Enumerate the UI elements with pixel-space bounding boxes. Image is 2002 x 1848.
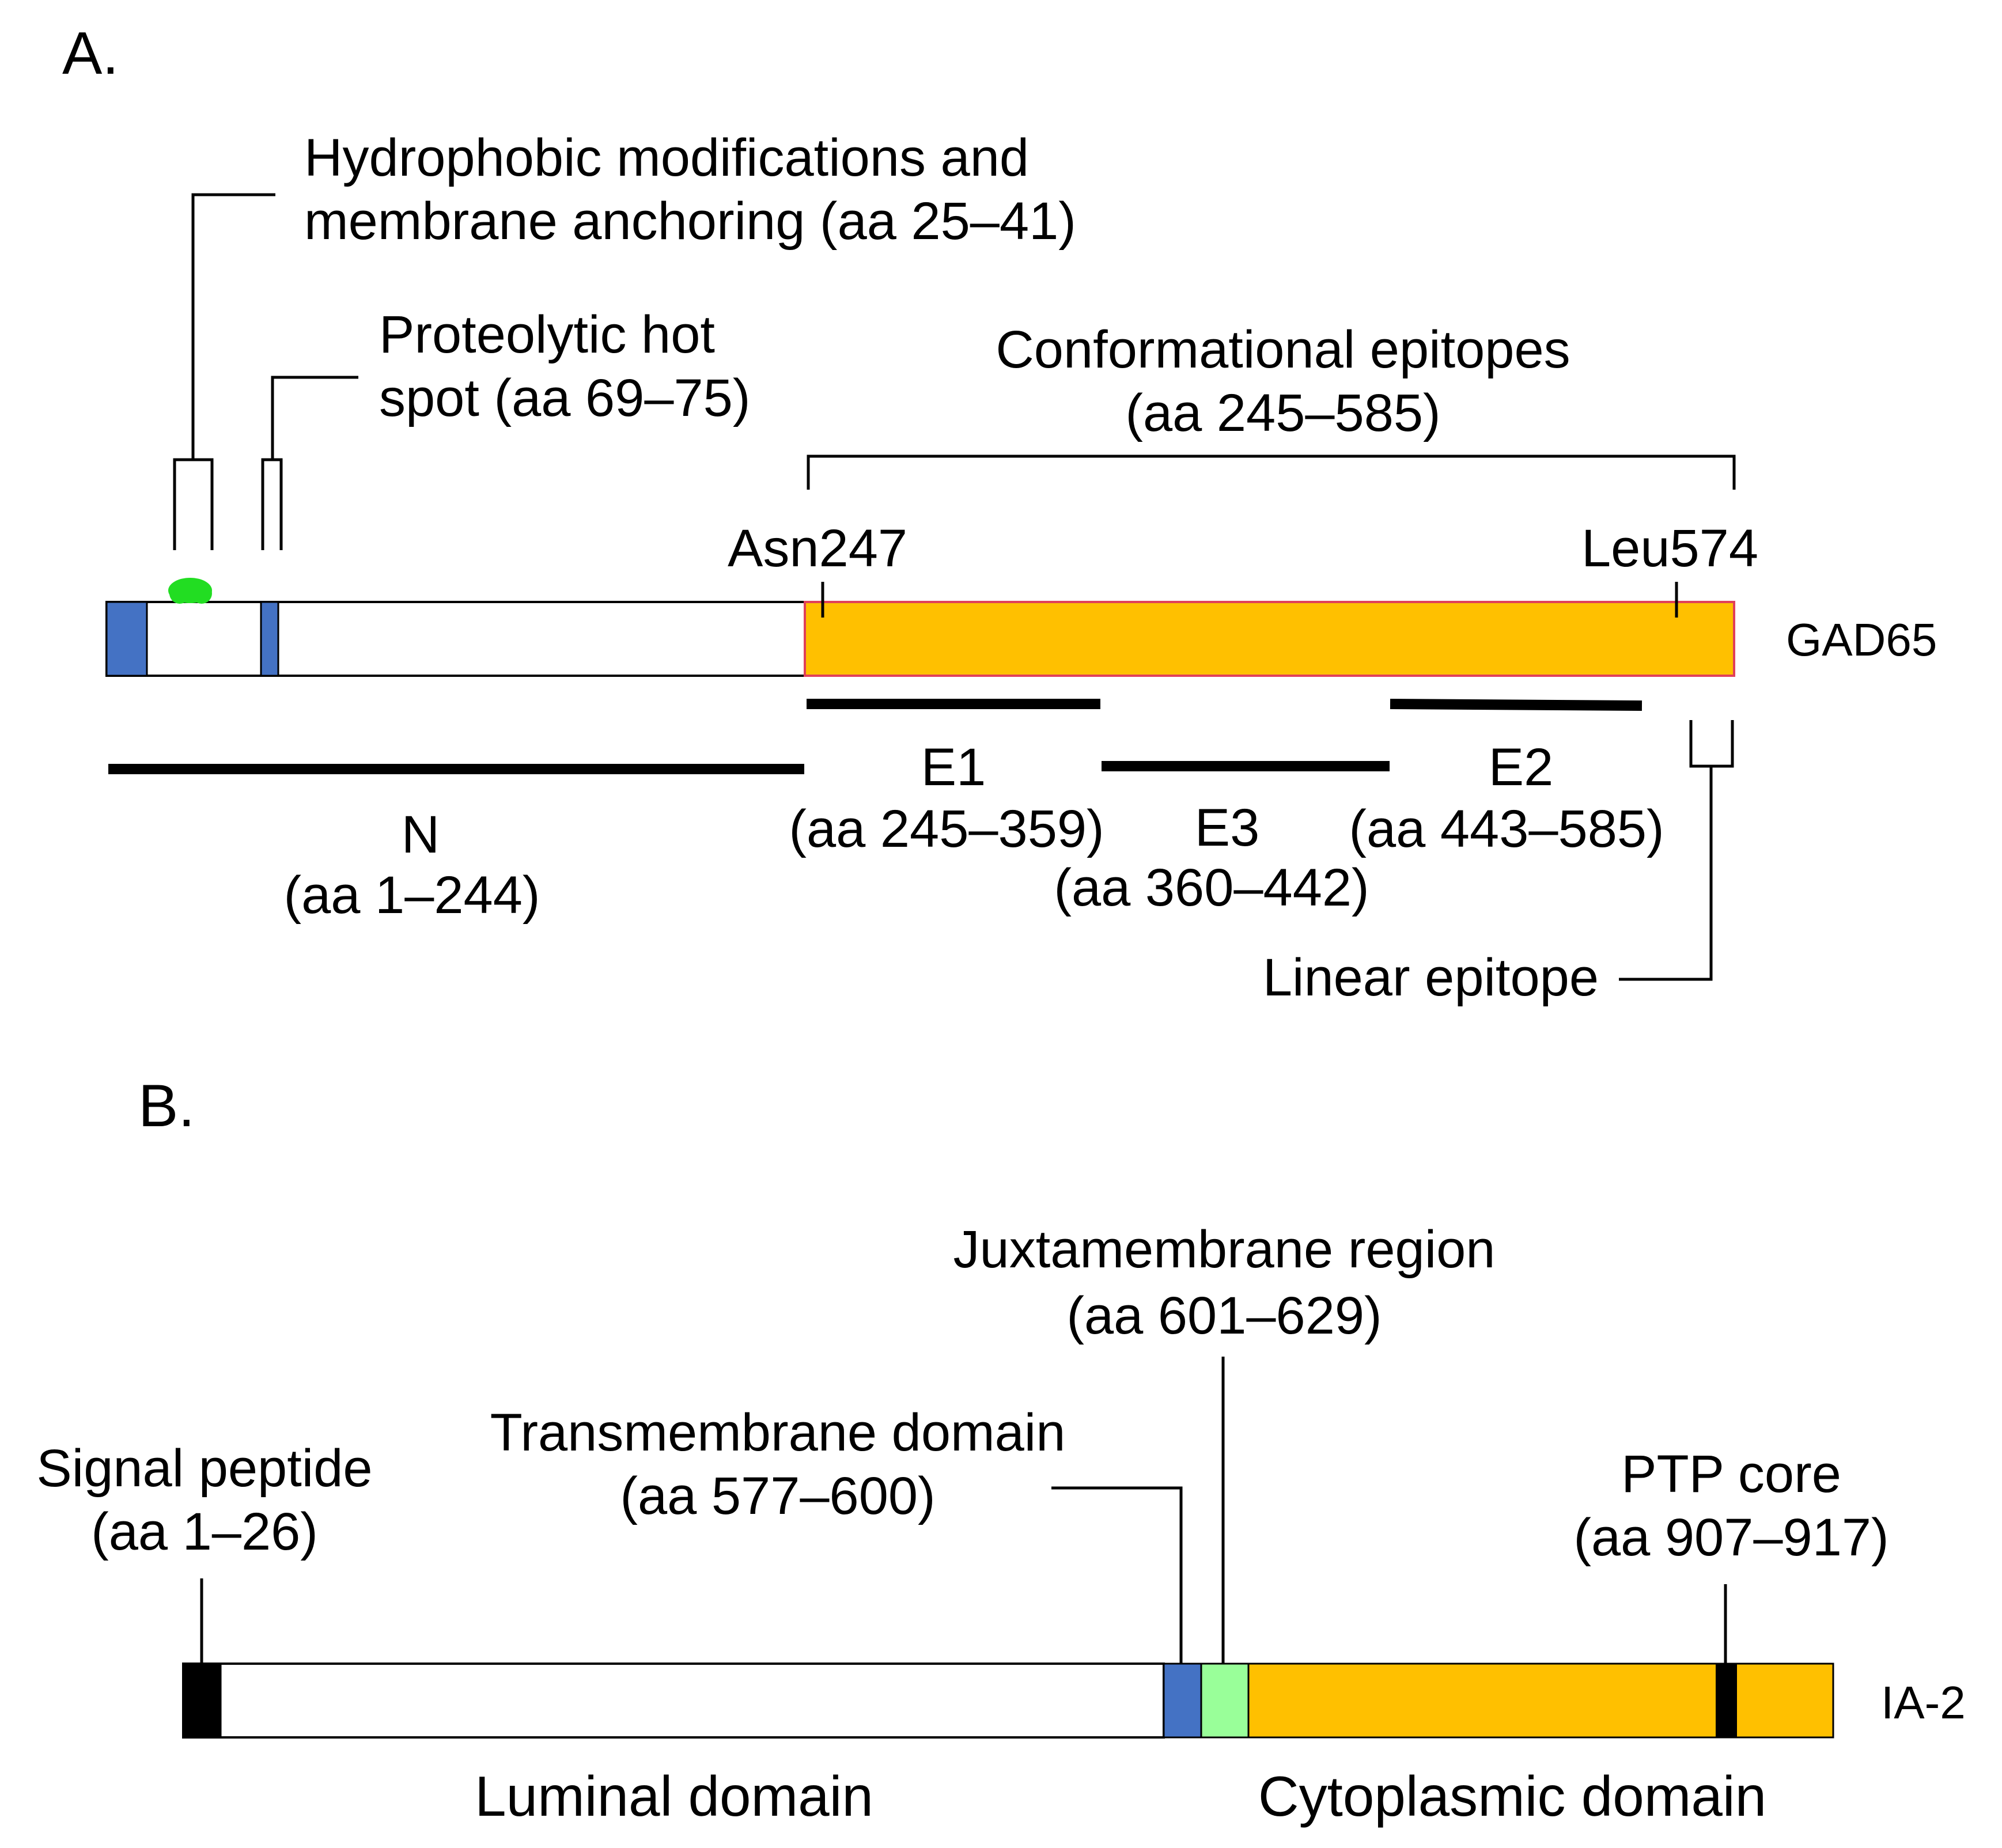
ia2-juxtamembrane-segment bbox=[1200, 1663, 1250, 1739]
proteolytic-label-line2: spot (aa 69–75) bbox=[379, 369, 750, 427]
juxtamembrane-label-line1: Juxtamembrane region bbox=[953, 1220, 1496, 1279]
region-e3-range: (aa 360–442) bbox=[1054, 858, 1369, 917]
lipid-modification-icon-3 bbox=[191, 583, 212, 604]
ia2-signal-peptide-segment bbox=[182, 1663, 222, 1739]
ptp-core-label-line1: PTP core bbox=[1621, 1445, 1841, 1504]
lipid-modification-icon-2 bbox=[169, 583, 190, 604]
ia2-bar bbox=[182, 1663, 1834, 1739]
proteolytic-callout bbox=[261, 376, 358, 550]
juxtamembrane-label-line2: (aa 601–629) bbox=[1066, 1286, 1382, 1345]
ia2-luminal-segment bbox=[182, 1663, 1165, 1739]
conformational-bracket bbox=[807, 455, 1736, 490]
panel-a-letter: A. bbox=[62, 20, 119, 87]
hydrophobic-label-line1: Hydrophobic modifications and bbox=[304, 128, 1029, 187]
panel-b-letter: B. bbox=[138, 1073, 195, 1139]
transmembrane-leader bbox=[1051, 1486, 1183, 1665]
gad65-region-bars bbox=[108, 699, 1643, 774]
transmembrane-label-line1: Transmembrane domain bbox=[490, 1403, 1066, 1462]
linear-epitope-label: Linear epitope bbox=[1263, 948, 1599, 1007]
signal-peptide-label-line2: (aa 1–26) bbox=[91, 1502, 318, 1561]
gad65-protein-label: GAD65 bbox=[1786, 614, 1937, 665]
region-n-name: N bbox=[402, 805, 440, 864]
gad65-bar bbox=[105, 578, 1735, 677]
ptp-core-label-line2: (aa 907–917) bbox=[1573, 1508, 1889, 1567]
ia2-cytoplasmic-segment bbox=[1247, 1663, 1834, 1739]
conformational-label-line2: (aa 245–585) bbox=[1125, 384, 1440, 442]
asn247-label: Asn247 bbox=[728, 519, 907, 578]
gad65-membrane-segment-1 bbox=[105, 601, 148, 677]
region-e1-range: (aa 245–359) bbox=[789, 800, 1104, 858]
gad65-membrane-segment-2 bbox=[260, 601, 279, 677]
linear-epitope-callout bbox=[1619, 720, 1734, 981]
region-e2-name: E2 bbox=[1489, 738, 1554, 797]
region-n-range: (aa 1–244) bbox=[284, 866, 540, 925]
conformational-label-line1: Conformational epitopes bbox=[996, 320, 1570, 379]
region-e2-range: (aa 443–585) bbox=[1349, 800, 1664, 858]
luminal-domain-label: Luminal domain bbox=[475, 1764, 873, 1828]
region-bar-e2 bbox=[1390, 699, 1643, 711]
region-e1-name: E1 bbox=[921, 738, 986, 797]
ia2-transmembrane-segment bbox=[1163, 1663, 1202, 1739]
signal-peptide-label-line1: Signal peptide bbox=[36, 1439, 372, 1498]
ia2-leader-lines bbox=[200, 1357, 1727, 1665]
transmembrane-label-line2: (aa 577–600) bbox=[620, 1467, 935, 1525]
region-e3-name: E3 bbox=[1195, 798, 1260, 857]
gad65-n-terminal-segment bbox=[105, 601, 808, 677]
cytoplasmic-domain-label: Cytoplasmic domain bbox=[1258, 1764, 1766, 1828]
hydrophobic-label-line2: membrane anchoring (aa 25–41) bbox=[304, 192, 1076, 251]
ia2-protein-label: IA-2 bbox=[1881, 1677, 1966, 1728]
gad65-epitope-segment bbox=[804, 601, 1735, 677]
hydrophobic-callout bbox=[173, 193, 275, 550]
proteolytic-label-line1: Proteolytic hot bbox=[379, 305, 715, 364]
leu574-label: Leu574 bbox=[1581, 519, 1758, 578]
ia2-ptp-core-segment bbox=[1716, 1664, 1737, 1737]
